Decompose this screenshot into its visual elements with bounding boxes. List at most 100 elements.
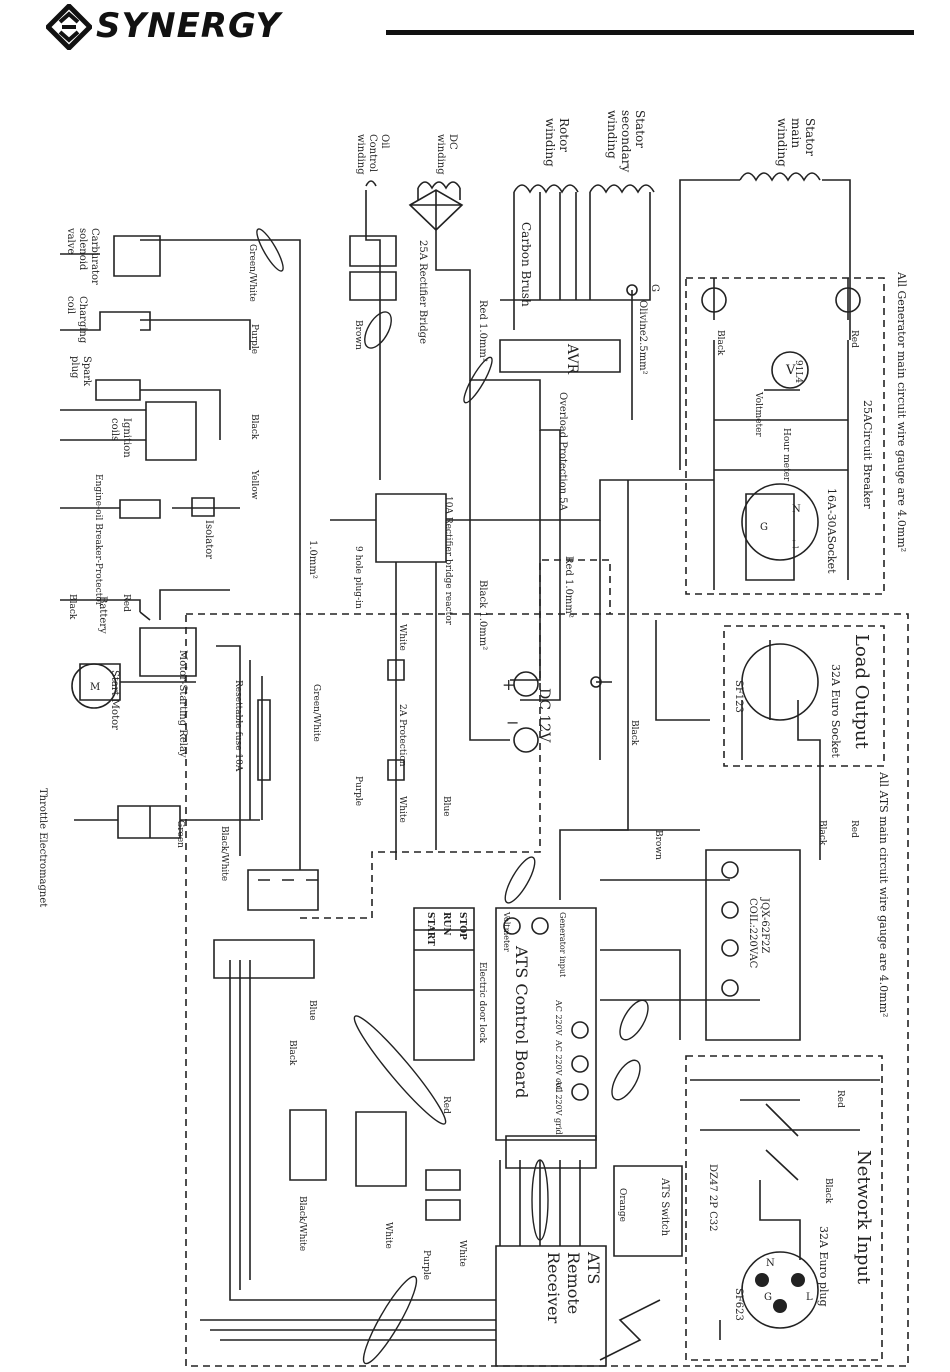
label-v-code: 91L4: [793, 360, 803, 383]
label-purple-3: Purple: [421, 1250, 431, 1280]
plug-g: G: [764, 1292, 772, 1303]
label-white-2: White: [397, 796, 407, 823]
label-isolator: Isolator: [203, 520, 214, 559]
label-network-input: Network Input: [853, 1150, 874, 1285]
label-red-ats: Red: [849, 820, 859, 838]
label-red-gen: Red: [849, 330, 859, 348]
socket16-icon: [741, 483, 819, 561]
label-relay: JQX-62F2ZCOIL:220VAC: [747, 897, 770, 969]
stator-main-coil: [739, 172, 821, 182]
label-dc12: DC 12V: [536, 688, 552, 743]
label-black-3: Black: [287, 1040, 297, 1066]
label-green: Green: [175, 820, 185, 848]
label-throttle: Throttle Electromagnet: [37, 788, 48, 907]
label-black-white: Black/White: [219, 826, 229, 881]
label-motor-relay: Motor-Starting Relay: [177, 650, 188, 758]
label-g: G: [649, 284, 660, 292]
oil-control-coil: [365, 180, 377, 187]
load-output-box: [723, 625, 885, 767]
label-ac220-coil: AC 220V coil: [554, 1039, 563, 1093]
euro-socket-icon: [741, 643, 819, 721]
label-voltmeter: Voltmeter: [753, 391, 763, 437]
voltmeter-v: V: [785, 363, 796, 378]
label-ac220-grid: AC 220V grid: [554, 1079, 563, 1135]
label-ats-board: ATS Control Board: [512, 945, 531, 1098]
label-stator-main: Statormainwinding: [775, 118, 817, 167]
label-carb: Carburatorsolenoidvalve: [65, 227, 100, 285]
label-red-net: Red: [835, 1090, 845, 1108]
motor-m: M: [90, 682, 100, 693]
start-motor-icon: [71, 663, 117, 709]
label-purple: Purple: [249, 324, 259, 354]
label-black1: Black 1.0mm²: [477, 580, 488, 650]
label-euro32: 32A Euro Socket: [829, 664, 842, 758]
header-rule: [386, 30, 914, 35]
label-stop: STOP: [457, 912, 467, 940]
dc-minus-terminal: [513, 727, 539, 753]
stator-secondary-coil: [589, 184, 655, 194]
label-sf123: SF123: [733, 680, 744, 713]
network-input-box: [685, 1055, 883, 1361]
label-euro-plug: 32A Euro plug: [817, 1226, 830, 1307]
socket-g: G: [760, 522, 768, 533]
ats-outer-box: [185, 613, 909, 1367]
gen-breaker-box: [685, 277, 885, 595]
breaker-terminal-1: [701, 287, 727, 313]
label-stator-secondary: Statorsecondarywinding: [605, 110, 647, 173]
label-socket16: 16A-30ASocket: [825, 488, 838, 574]
label-run: RUN: [441, 912, 451, 936]
label-ats-note: All ATS main circuit wire gauge are 4.0m…: [877, 771, 890, 1017]
label-battery-red: Red: [121, 594, 131, 612]
label-ac220: AC 220V: [554, 999, 563, 1036]
engine-box: [300, 559, 611, 919]
dc-plus: +: [502, 675, 515, 694]
label-rect10: 10A Rectifier bridge reactor: [443, 496, 453, 626]
label-green-white: Green/White: [247, 244, 257, 302]
label-rotor: Rotorwinding: [543, 118, 571, 167]
label-overload: Overload Protection 5A: [557, 392, 568, 512]
socket-n: N: [792, 504, 801, 515]
plug-l: L: [806, 1292, 813, 1303]
label-green-white-2: Green/White: [311, 684, 321, 742]
label-battery-black: Black: [67, 594, 77, 620]
voltmeter-icon: [771, 351, 809, 389]
label-1mm: 1.0mm²: [307, 540, 318, 579]
label-dz47: DZ47 2P C32: [707, 1164, 718, 1232]
label-spark: Sparkplug: [69, 356, 92, 387]
label-black-gen: Black: [715, 330, 725, 356]
synergy-logo-icon: [46, 4, 92, 50]
label-door-lock: Electric door lock: [477, 962, 487, 1044]
euro-plug-icon: [741, 1251, 819, 1329]
label-blue: Blue: [441, 796, 451, 817]
dc-plus-terminal: [513, 671, 539, 697]
label-ats-remote: ATSRemoteReceiver: [544, 1251, 603, 1324]
label-rect25: 25A Rectifier Bridge: [417, 240, 428, 344]
label-start: START: [425, 912, 435, 946]
label-red1: Red 1.0mm²: [477, 300, 488, 362]
label-black-ign: Black: [249, 414, 259, 440]
label-oil-control: OilControlwinding: [355, 134, 390, 175]
label-breaker25: 25ACircuit Breaker: [861, 400, 874, 509]
label-black-ats: Black: [629, 720, 639, 746]
label-olivine: Olivine2.5mm²: [637, 300, 648, 375]
label-avr: AVR: [564, 343, 580, 375]
label-red-lock: Red: [441, 1096, 451, 1114]
label-brown: Brown: [353, 320, 363, 350]
dc-winding-coil: [417, 181, 461, 190]
label-battery: Battery: [97, 596, 108, 634]
label-motor: Start Motor: [109, 670, 120, 730]
label-white-4: White: [457, 1240, 467, 1267]
label-prot2a: 2A Protection: [397, 704, 407, 767]
label-oil-breaker: Engine-oil Breaker-Protector: [93, 474, 103, 607]
label-hour-meter: Hour meter: [781, 428, 791, 482]
socket-l: L: [792, 540, 799, 551]
label-sf623: SF623: [733, 1288, 744, 1321]
label-charging: Chargingcoil: [65, 296, 88, 344]
rotor-coil: [513, 184, 579, 194]
brand-name: SYNERGY: [96, 6, 282, 46]
label-ignition: Ignitioncoils: [109, 418, 132, 458]
label-gen-input: Generator input: [558, 912, 567, 978]
label-black-net: Black: [823, 1178, 833, 1204]
label-red1b: Red 1.0mm²: [563, 556, 574, 618]
label-load-output: Load Output: [851, 634, 872, 749]
